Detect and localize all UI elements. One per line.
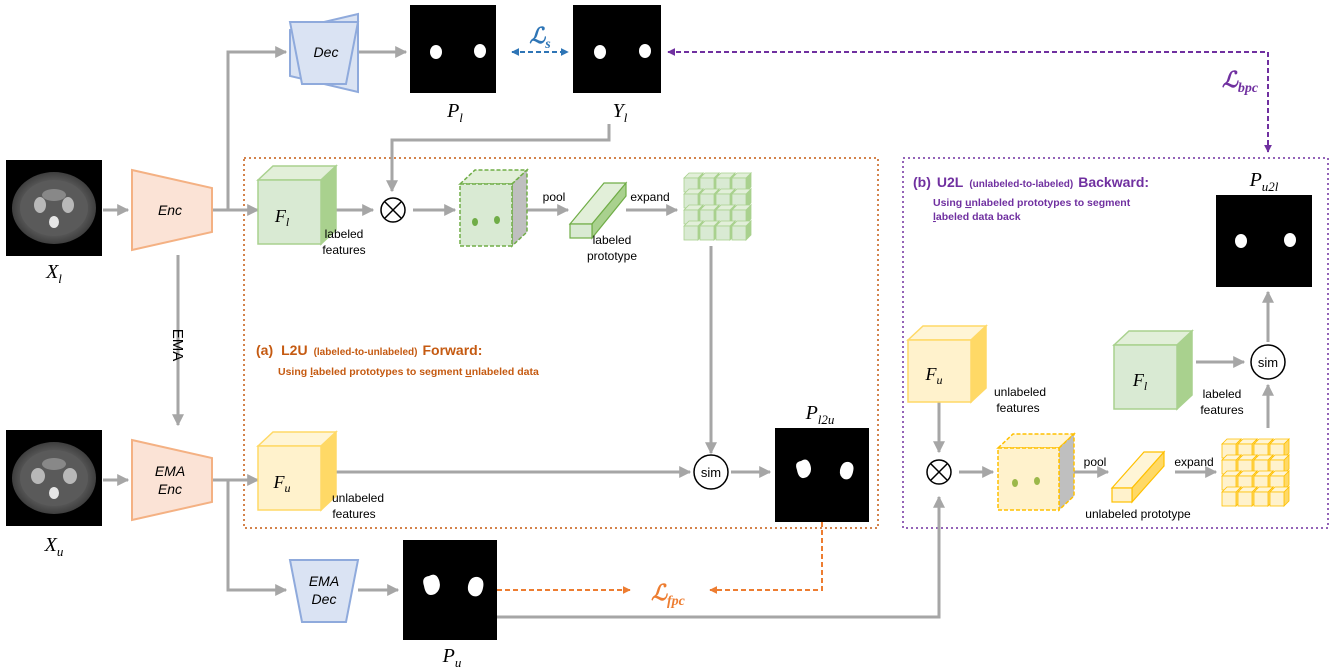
lfpc-right-arrow — [709, 522, 823, 594]
loss-lbpc: ℒbpc — [1222, 67, 1259, 96]
label-fu-l2u: Fu — [273, 472, 291, 495]
grid-cell — [731, 225, 747, 241]
grid-cell — [1269, 491, 1285, 507]
label-pl: Pl — [446, 100, 463, 125]
u2l-unlabeled-features-2: features — [996, 401, 1039, 415]
l2u-labeled-prototype-2: prototype — [587, 249, 637, 263]
labeled-expanded-grid — [683, 172, 752, 241]
grid-cell — [1237, 491, 1253, 507]
u2l-section-frame — [902, 157, 1329, 529]
u2l-subtitle-1: Using unlabeled prototypes to segment — [933, 197, 1131, 209]
ema-dec-label-2: Dec — [312, 591, 337, 607]
pred-mask-pu2l — [1216, 195, 1312, 287]
label-fu-u2l: Fu — [925, 364, 943, 387]
u2l-labeled-features-1: labeled — [1203, 387, 1242, 401]
label-fl-u2l: Fl — [1132, 370, 1148, 393]
u2l-unlabeled-features-1: unlabeled — [994, 385, 1046, 399]
pred-mask-pl — [410, 5, 496, 93]
u2l-labeled-features-2: features — [1200, 403, 1243, 417]
sim-op-u2l: sim — [1250, 344, 1286, 380]
u2l-title: (b)U2L(unlabeled-to-labeled)Backward: — [913, 174, 1149, 190]
pred-mask-pu — [403, 540, 497, 640]
unlabeled-expanded-grid — [1221, 438, 1290, 507]
grid-cell — [715, 225, 731, 241]
label-pu: Pu — [442, 645, 462, 667]
labeled-feature-cube-u2l — [1112, 329, 1194, 411]
svg-text:EMA: EMA — [155, 463, 185, 479]
u2l-pool-label: pool — [1084, 455, 1107, 469]
label-xu: Xu — [44, 534, 64, 559]
label-fl-l2u: Fl — [274, 206, 290, 229]
multiply-op-u2l — [926, 459, 952, 485]
ema-dec-block — [288, 559, 360, 623]
labeled-masked-cube — [458, 168, 529, 248]
l2u-expand-label: expand — [630, 190, 669, 204]
grid-cell — [699, 225, 715, 241]
unlabeled-prototype-bar — [1110, 450, 1166, 504]
enc-block: Enc — [131, 168, 213, 252]
dec-block — [288, 12, 360, 94]
ct-image-labeled — [6, 160, 102, 256]
l2u-section-frame — [243, 157, 879, 529]
ema-enc-block: EMA Enc — [131, 438, 213, 522]
svg-text:Enc: Enc — [158, 202, 182, 218]
flow-arrows — [103, 46, 1274, 619]
grid-cell — [1253, 491, 1269, 507]
label-xl: Xl — [45, 261, 62, 286]
grid-cell — [1221, 491, 1237, 507]
label-mask-yl — [573, 5, 661, 93]
u2l-subtitle-2: labeled data back — [933, 211, 1021, 223]
l2u-labeled-features-2: features — [322, 243, 365, 257]
l2u-labeled-features-1: labeled — [325, 227, 364, 241]
svg-text:sim: sim — [701, 465, 721, 480]
dec-label: Dec — [314, 44, 339, 60]
l2u-pool-label: pool — [543, 190, 566, 204]
ema-dec-label-1: EMA — [309, 573, 339, 589]
label-yl: Yl — [613, 100, 628, 125]
unlabeled-masked-cube — [996, 432, 1076, 512]
sim-op-l2u: sim — [693, 454, 729, 490]
svg-text:sim: sim — [1258, 355, 1278, 370]
l2u-subtitle: Using labeled prototypes to segment unla… — [278, 366, 539, 378]
labeled-feature-cube-l2u — [256, 164, 338, 246]
labeled-prototype-bar — [568, 181, 628, 240]
loss-lfpc: ℒfpc — [651, 580, 686, 609]
l2u-unlabeled-features-1: unlabeled — [332, 491, 384, 505]
lbpc-arrow — [667, 48, 1272, 153]
label-pl2u: Pl2u — [805, 402, 835, 427]
svg-text:Enc: Enc — [158, 481, 182, 497]
pred-mask-pl2u — [775, 428, 869, 522]
l2u-unlabeled-features-2: features — [332, 507, 375, 521]
unlabeled-feature-cube-u2l — [906, 324, 988, 404]
ct-image-unlabeled — [6, 430, 102, 526]
u2l-expand-label: expand — [1174, 455, 1213, 469]
grid-cell — [683, 225, 699, 241]
loss-ls: ℒs — [529, 23, 551, 52]
l2u-title: (a)L2U(labeled-to-unlabeled)Forward: — [256, 342, 482, 358]
label-pu2l: Pu2l — [1249, 169, 1279, 194]
l2u-labeled-prototype-1: labeled — [593, 233, 632, 247]
ema-arrow-label: EMA — [169, 329, 186, 362]
u2l-unlabeled-prototype-label: unlabeled prototype — [1085, 507, 1191, 521]
multiply-op-l2u — [380, 197, 406, 223]
unlabeled-feature-cube-l2u — [256, 430, 338, 512]
